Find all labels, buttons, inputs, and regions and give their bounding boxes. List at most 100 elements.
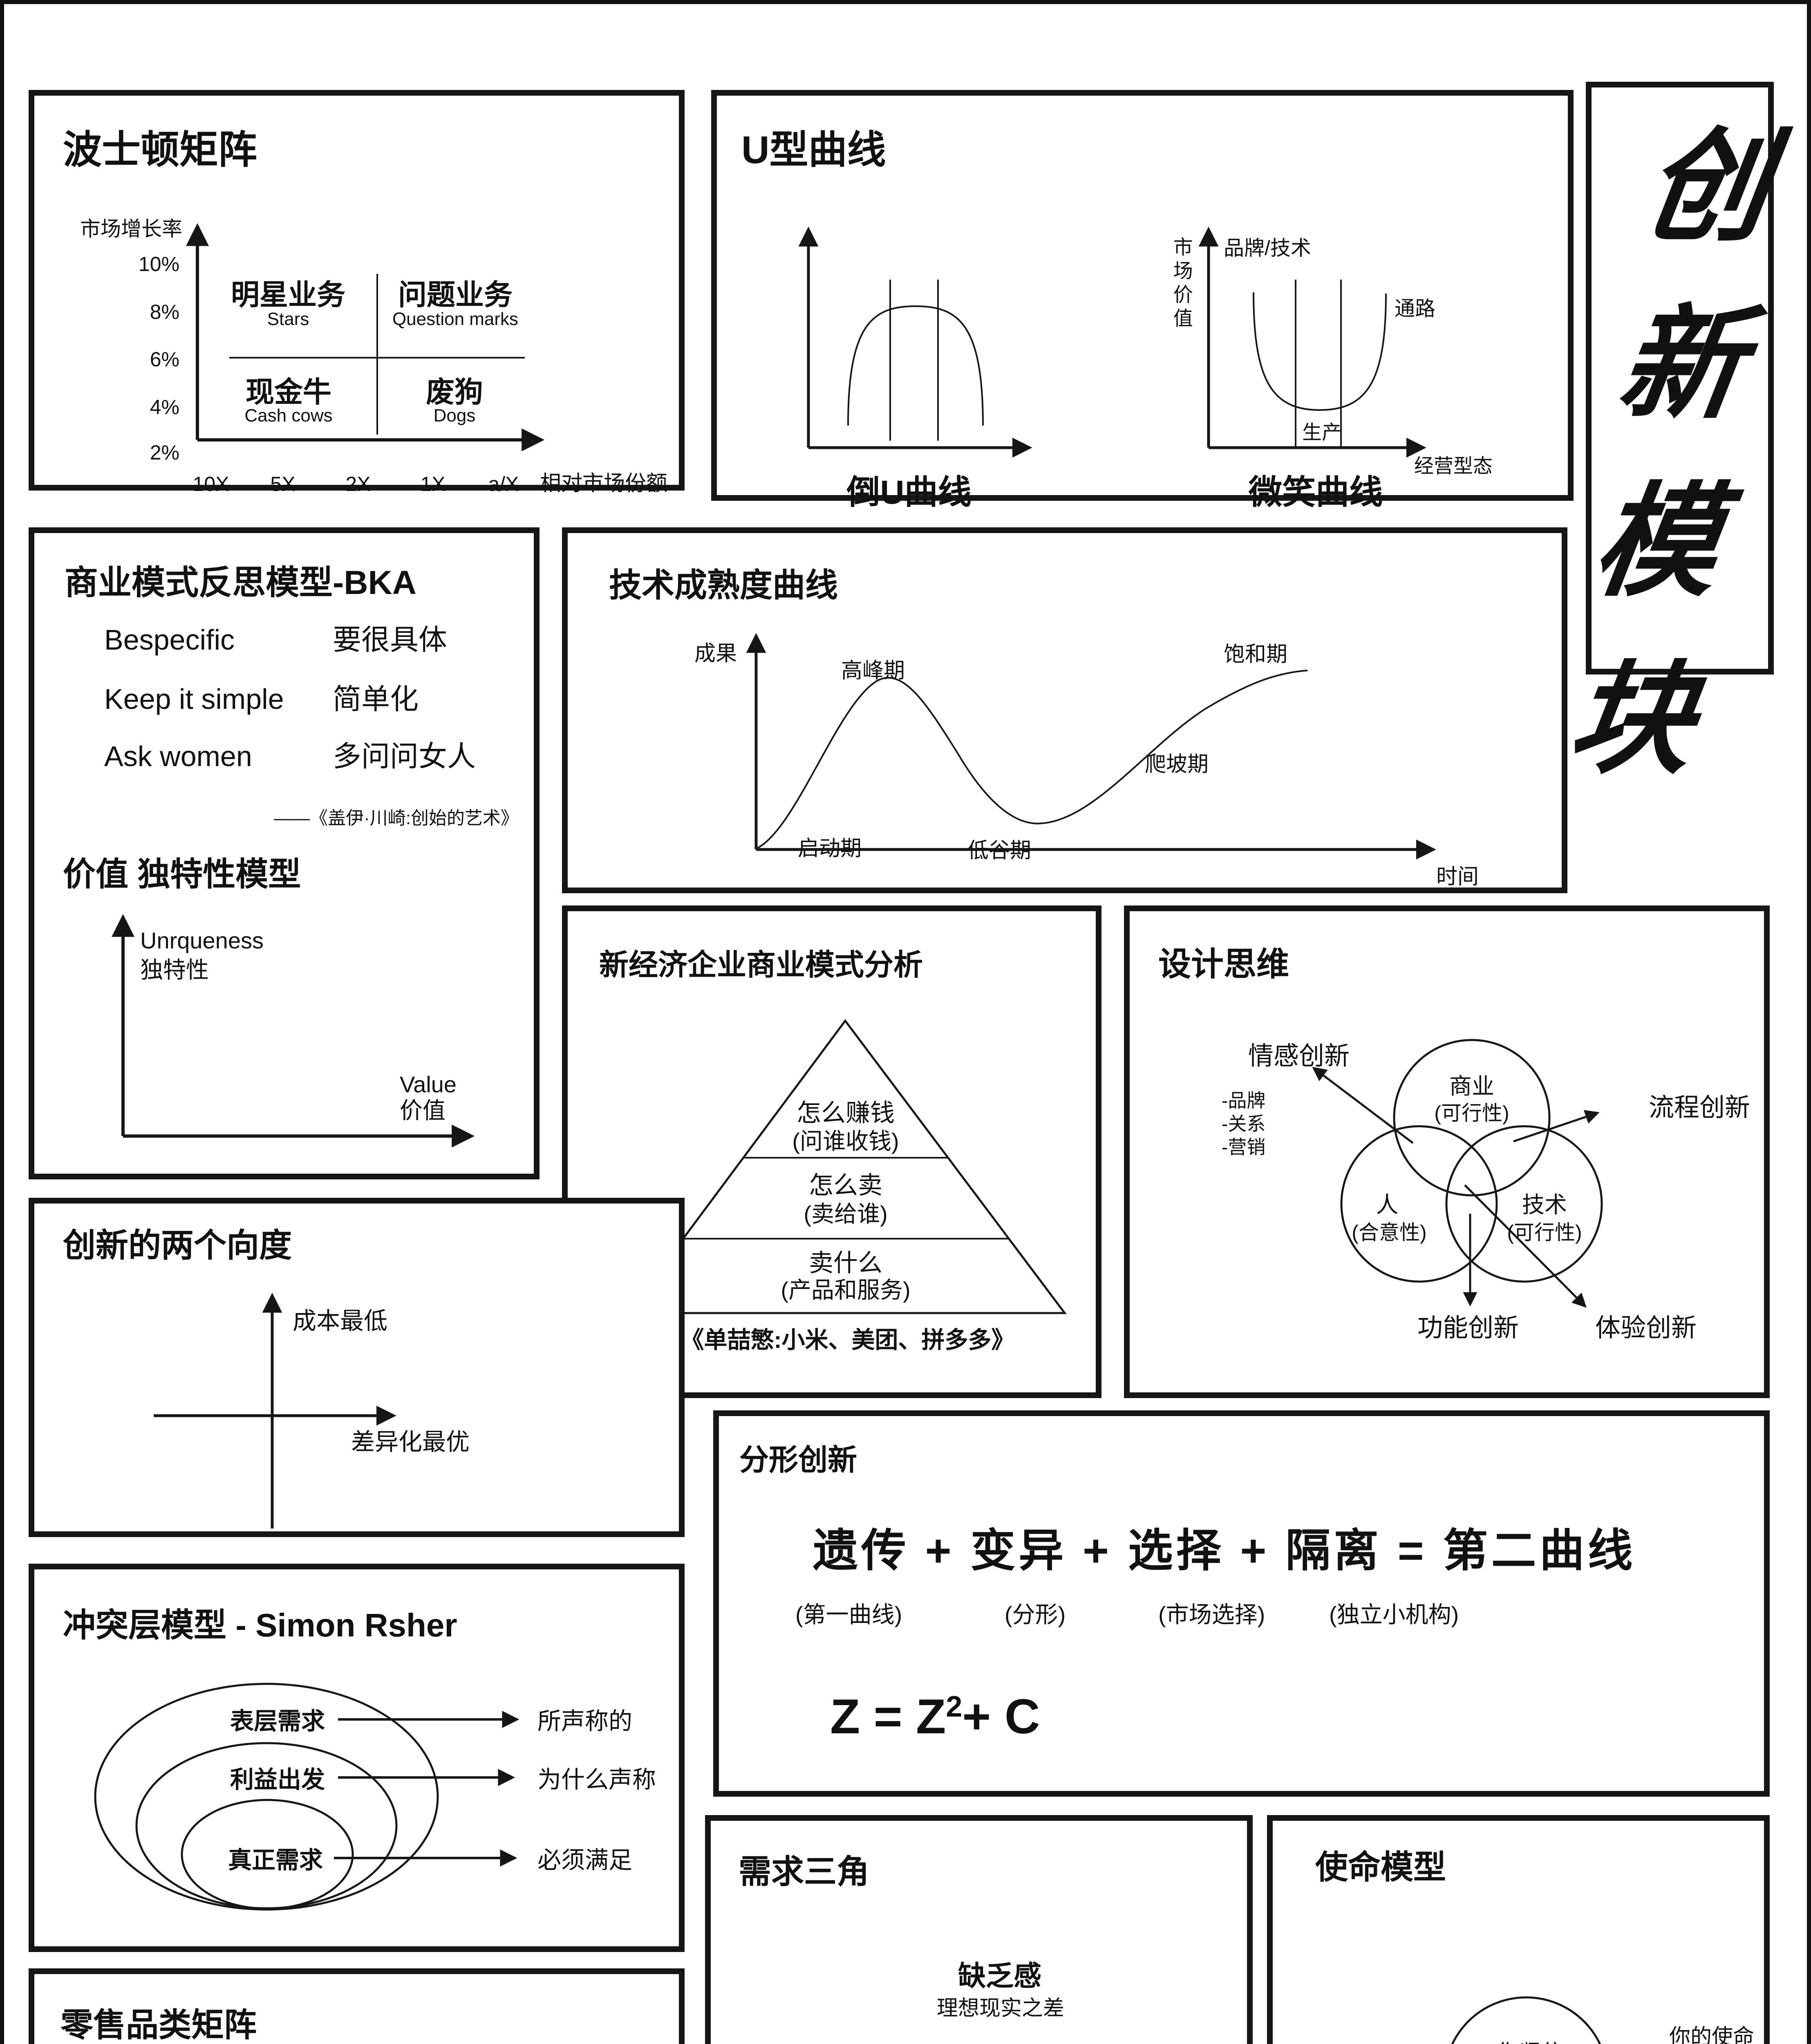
emotion-item: -营销 [1222,1136,1266,1158]
hype-stage: 启动期 [798,837,862,861]
z-tail: + C [962,1689,1040,1744]
hype-x-axis-label: 时间 [1436,865,1479,889]
venn-sublabel: (可行性) [1507,1221,1582,1244]
hype-stage: 低谷期 [967,839,1032,863]
z-base: Z = Z [830,1689,946,1744]
x-tick: 10X [193,473,229,495]
quadrant-label: 现金牛 [246,376,331,408]
smile-y-axis-label: 市场价值 [1170,237,1192,332]
value-model-x-cn: 价值 [400,1098,445,1123]
pyramid-level-sub: (问谁收钱) [792,1128,899,1154]
venn-label: 人 [1376,1192,1399,1217]
x-tick: 2X [345,473,371,495]
hype-cycle-panel: 技术成熟度曲线 成果 高峰期 饱和期 爬坡期 启动期 低谷期 时间 [562,527,1567,893]
conflict-layers-panel: 冲突层模型 - Simon Rsher 表层需求 利益出发 真正需求 所声称的 … [29,1564,685,1952]
z-exponent: 2 [946,1690,963,1723]
pyramid-level-main: 怎么赚钱 [797,1099,895,1127]
hype-title: 技术成熟度曲线 [609,567,838,603]
fractal-note: (分形) [1005,1602,1066,1627]
hype-stage: 爬坡期 [1145,753,1209,776]
conflict-layer-note: 为什么声称 [537,1766,656,1793]
function-innovation-label: 功能创新 [1417,1314,1519,1342]
value-model-title: 价值 独特性模型 [63,856,301,892]
fractal-note: (独立小机构) [1329,1602,1459,1627]
title-char: 创 [1636,118,1778,256]
demand-top-main: 缺乏感 [958,1961,1042,1992]
hype-cycle-chart [746,633,1436,860]
bka-row-cn: 简单化 [333,683,419,715]
boston-title: 波士顿矩阵 [63,128,257,172]
ucurve-title: U型曲线 [741,128,886,172]
conflict-layer-label: 真正需求 [228,1847,323,1874]
two-dims-up-label: 成本最低 [293,1308,388,1334]
smile-top-label: 品牌/技术 [1224,237,1311,260]
boston-y-axis-label: 市场增长率 [80,217,182,240]
fractal-note: (市场选择) [1158,1602,1265,1627]
pyramid-panel: 新经济企业商业模式分析 怎么赚钱 (问谁收钱) 怎么卖 (卖给谁) 卖什么 (产… [562,905,1101,1398]
bka-row-en: Ask women [104,740,252,772]
emotion-item: -关系 [1222,1113,1266,1134]
value-model-y-en: Unrqueness [140,928,264,953]
conflict-layer-label: 利益出发 [230,1766,325,1793]
bka-panel: 商业模式反思模型-BKA Bespecific 要很具体 Keep it sim… [29,527,539,1179]
bka-row-en: Bespecific [104,624,235,656]
venn-sublabel: (可行性) [1434,1102,1509,1125]
quadrant-label: 废狗 [426,376,483,408]
two-dims-axes [154,1293,396,1529]
fractal-panel: 分形创新 遗传 + 变异 + 选择 + 隔离 = 第二曲线 (第一曲线) (分形… [713,1410,1770,1797]
emotion-item: -品牌 [1222,1090,1266,1111]
two-dims-title: 创新的两个向度 [63,1227,292,1264]
boston-axes [186,223,545,451]
mission-circle-label: 你坚信 [1496,2040,1564,2044]
bka-row-cn: 多问问女人 [333,740,476,772]
retail-matrix-panel: 零售品类矩阵 高深度 低深度 低宽度 高宽度 专业型零售 平台型零售 专卖型零售… [29,1968,685,2044]
boston-x-axis-label: 相对市场份额 [540,472,668,495]
bka-row-en: Keep it simple [104,683,284,715]
title-char: 块 [1561,650,1703,788]
retail-title: 零售品类矩阵 [60,2007,257,2043]
poster-title-panel: 创 新 模 块 [1561,82,1777,788]
venn-sublabel: (合意性) [1352,1221,1427,1244]
x-tick: a/X [488,473,519,495]
mission-model-panel: 使命模型 你坚信 你擅长 被需要 你的使命 [1267,1815,1770,2044]
smile-bottom-label: 生产 [1302,422,1342,444]
fractal-note: (第一曲线) [795,1602,902,1627]
conflict-layer-note: 所声称的 [537,1708,633,1735]
pyramid-level-sub: (卖给谁) [804,1201,888,1227]
title-char: 模 [1586,473,1728,610]
demand-title: 需求三角 [739,1853,869,1890]
u-curve-charts [798,226,1426,458]
hype-y-axis-label: 成果 [694,642,737,666]
process-innovation-label: 流程创新 [1649,1094,1751,1122]
fractal-z-formula: Z = Z2+ C [830,1689,1040,1744]
bka-title: 商业模式反思模型-BKA [65,564,416,601]
fractal-formula: 遗传 + 变异 + 选择 + 隔离 = 第二曲线 [813,1526,1636,1576]
value-model-x-en: Value [400,1071,457,1097]
hype-stage: 饱和期 [1224,643,1288,666]
pyramid-level-main: 怎么卖 [809,1172,882,1199]
hype-stage: 高峰期 [841,659,905,683]
mission-venn [1451,1996,1601,2044]
conflict-layer-label: 表层需求 [230,1708,325,1735]
y-tick: 4% [150,396,179,419]
y-tick: 6% [150,348,179,371]
pyramid-level-sub: (产品和服务) [781,1277,911,1303]
boston-matrix-panel: 波士顿矩阵 市场增长率 10% 8% 6% 4% 2% 10X 5X 2X 1X… [29,90,685,495]
experience-innovation-label: 体验创新 [1595,1314,1697,1342]
demand-triangle-panel: 需求三角 缺乏感 理想现实之差 目标物 填补落差的方案 能力 采取行动成本 李靖… [705,1815,1253,2044]
quadrant-sublabel: Stars [267,309,309,329]
mission-pointer-label: 你的使命 [1669,2025,1755,2044]
smile-x-axis-label: 经营型态 [1414,455,1493,477]
two-dimensions-panel: 创新的两个向度 成本最低 差异化最优 [29,1198,685,1537]
pyramid-shape [626,1019,1067,1314]
u-curve-panel: U型曲线 倒U曲线 市场价值 品牌/技术 通路 生产 经营型态 微笑曲线 [711,90,1574,511]
emotion-innovation-label: 情感创新 [1248,1042,1350,1070]
design-venn [1312,1039,1603,1308]
bka-row-cn: 要很具体 [333,624,447,656]
y-tick: 2% [150,441,179,464]
venn-label: 技术 [1522,1192,1567,1217]
venn-label: 商业 [1449,1074,1495,1099]
quadrant-label: 明星业务 [231,279,345,311]
y-tick: 8% [150,300,179,323]
